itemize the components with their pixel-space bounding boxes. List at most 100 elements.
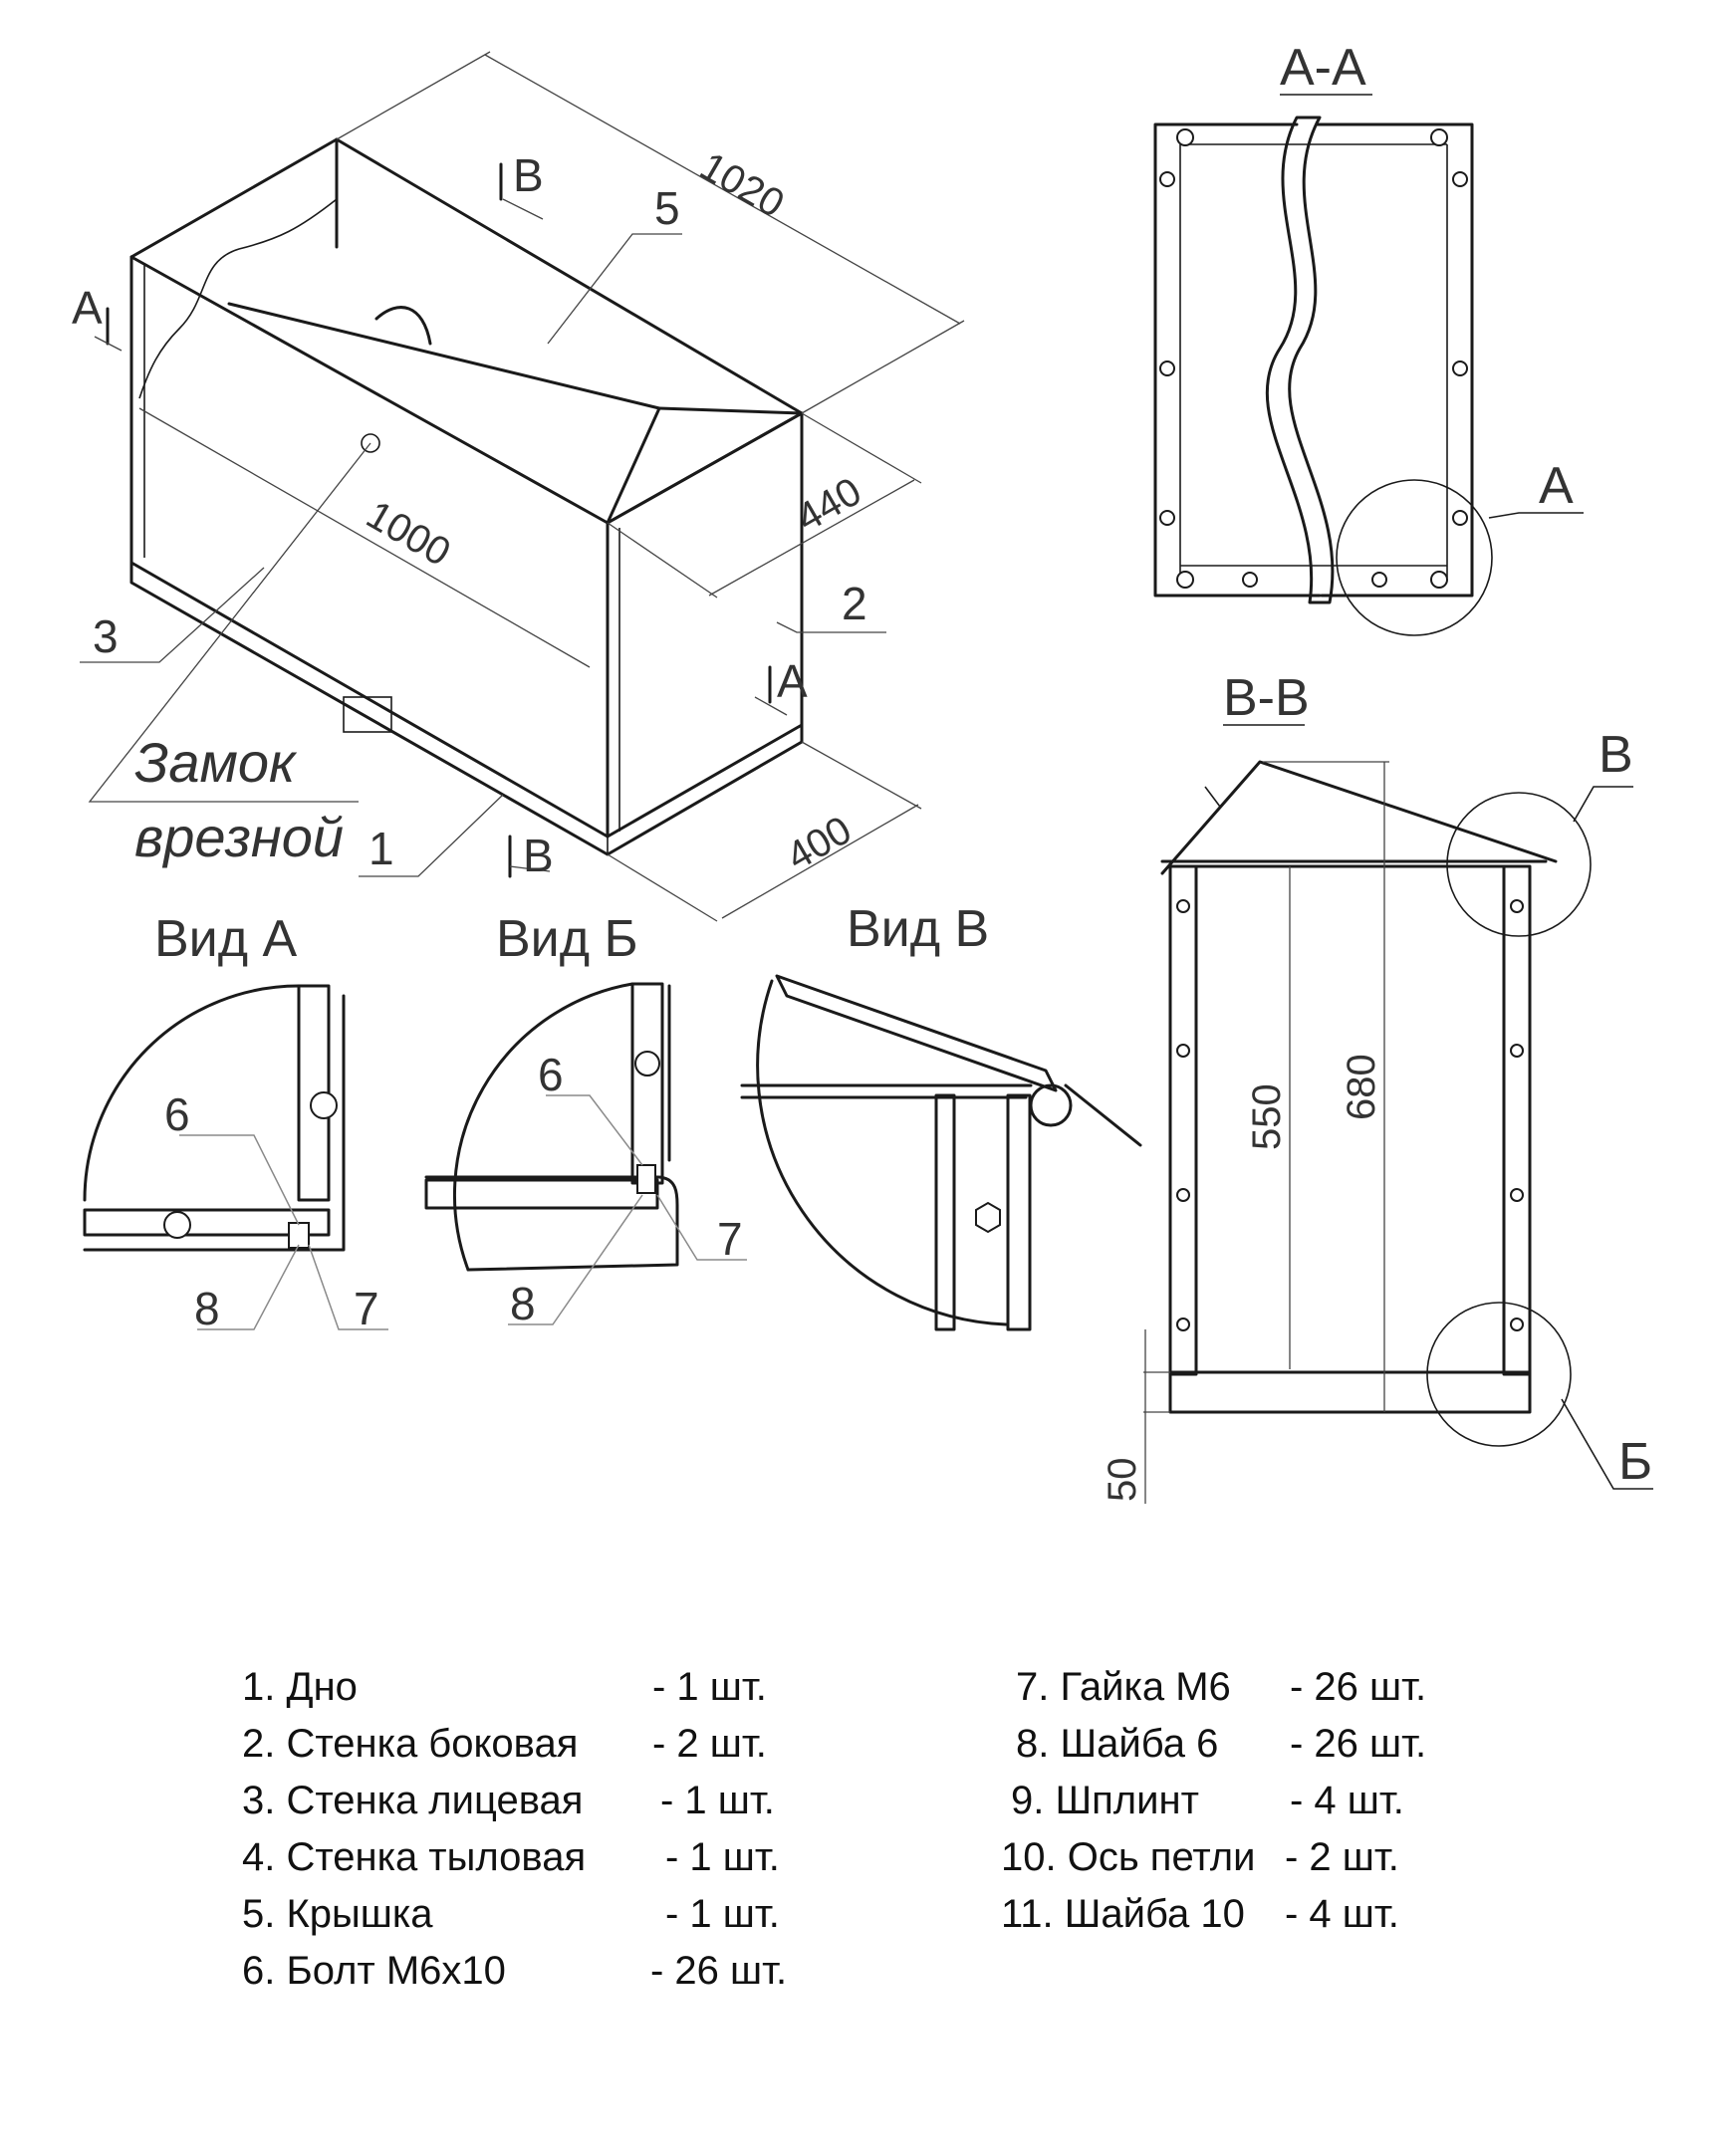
aa-bolt bbox=[1430, 128, 1448, 146]
part-name: 5. Крышка bbox=[242, 1892, 433, 1936]
view-b-detail: Вид Б 6 8 7 bbox=[424, 910, 747, 1329]
aa-bolt bbox=[1176, 571, 1194, 589]
view-a-nut bbox=[288, 1222, 310, 1249]
part-qty: - 26 шт. bbox=[1290, 1665, 1427, 1709]
aa-bolt bbox=[1452, 510, 1468, 526]
bb-bolt bbox=[1176, 1044, 1190, 1058]
callout-5: 5 bbox=[654, 182, 680, 234]
cutaway-line bbox=[138, 198, 338, 399]
view-b-callout-8: 8 bbox=[510, 1278, 536, 1329]
bb-bolt bbox=[1176, 1188, 1190, 1202]
lock-note-line1: Замок bbox=[134, 731, 298, 794]
parts-list-left: 1. Дно - 1 шт. 2. Стенка боковая - 2 шт.… bbox=[242, 1665, 860, 1994]
ext-400-a bbox=[607, 853, 718, 922]
lid-outline bbox=[129, 137, 804, 525]
base-tray bbox=[1168, 1370, 1532, 1414]
leader-6 bbox=[179, 1134, 300, 1226]
aa-bolt bbox=[1371, 572, 1387, 588]
aa-bolt bbox=[1159, 171, 1175, 187]
view-b-wall-v bbox=[630, 982, 664, 1185]
detail-leader-v bbox=[1573, 786, 1633, 823]
bb-bolt bbox=[1510, 1318, 1524, 1331]
part-name: 10. Ось петли bbox=[1001, 1835, 1256, 1879]
view-a-callout-8: 8 bbox=[194, 1283, 220, 1334]
section-aa-break bbox=[1265, 116, 1335, 604]
bb-bolt bbox=[1176, 1318, 1190, 1331]
lid-slope bbox=[606, 406, 661, 525]
view-v-title: Вид В bbox=[847, 900, 989, 958]
dimline-1000 bbox=[138, 407, 591, 668]
leader-7b bbox=[656, 1194, 747, 1261]
aa-bolt bbox=[1242, 572, 1258, 588]
front-face bbox=[129, 255, 610, 838]
leader-7 bbox=[308, 1244, 388, 1330]
part-qty: - 4 шт. bbox=[1285, 1892, 1399, 1936]
leader-8 bbox=[197, 1244, 300, 1330]
part-name: 11. Шайба 10 bbox=[1001, 1892, 1245, 1936]
view-v-roof bbox=[775, 974, 1058, 1092]
list-item: 4. Стенка тыловая - 1 шт. bbox=[242, 1835, 780, 1880]
dim-1020: 1020 bbox=[693, 144, 792, 227]
view-b-callout-7: 7 bbox=[717, 1213, 743, 1265]
ext-440-b bbox=[607, 522, 718, 599]
section-label-a-top: A bbox=[72, 282, 103, 334]
bb-bolt bbox=[1510, 899, 1524, 913]
lid-ridge bbox=[227, 302, 661, 410]
view-a-wall-h bbox=[83, 1208, 331, 1237]
view-b-boundary bbox=[452, 982, 634, 1272]
bb-bolt bbox=[1510, 1188, 1524, 1202]
lid-handle bbox=[374, 306, 432, 346]
leader-6b bbox=[546, 1094, 643, 1166]
leader-lock bbox=[88, 442, 371, 803]
aa-bolt bbox=[1452, 171, 1468, 187]
view-v-roof-tip bbox=[1064, 1083, 1142, 1147]
view-a-callout-6: 6 bbox=[164, 1088, 190, 1140]
section-label-b-top: B bbox=[513, 149, 544, 201]
view-a-callout-7: 7 bbox=[354, 1283, 379, 1334]
part-name: 4. Стенка тыловая bbox=[242, 1835, 587, 1879]
part-qty: - 2 шт. bbox=[1285, 1835, 1399, 1879]
part-qty: - 1 шт. bbox=[652, 1665, 767, 1709]
section-aa-left-half bbox=[1153, 122, 1322, 598]
view-a-bolt bbox=[163, 1211, 191, 1239]
section-label-a-bottom: A bbox=[777, 655, 808, 707]
view-b-bolt bbox=[634, 1051, 660, 1077]
leader-2 bbox=[776, 621, 886, 633]
callout-2: 2 bbox=[842, 578, 867, 629]
wall-left bbox=[1168, 864, 1198, 1376]
ext-1020-a bbox=[336, 51, 491, 140]
section-aa: A-A A bbox=[1153, 39, 1584, 636]
list-item: 1. Дно - 1 шт. bbox=[242, 1665, 767, 1710]
list-item: 2. Стенка боковая - 2 шт. bbox=[242, 1722, 767, 1767]
isometric-box-view: 1020 1000 440 400 3 2 1 5 Замок врезной … bbox=[72, 51, 965, 922]
detail-leader-b bbox=[1561, 1398, 1653, 1490]
side-face bbox=[606, 411, 804, 838]
ext-1020-b bbox=[801, 320, 965, 414]
detail-label-b: Б bbox=[1618, 1433, 1652, 1491]
roof-hinge-pin bbox=[1204, 786, 1221, 808]
part-name: 7. Гайка М6 bbox=[1016, 1665, 1231, 1709]
dimline-1020 bbox=[484, 54, 961, 325]
part-qty: - 26 шт. bbox=[1290, 1722, 1427, 1766]
callout-3: 3 bbox=[93, 610, 119, 662]
dim-550: 550 bbox=[1245, 1083, 1289, 1150]
base-foot bbox=[343, 696, 392, 733]
detail-label-v: B bbox=[1599, 726, 1633, 784]
view-b-title: Вид Б bbox=[496, 910, 638, 968]
section-bb: B-B 550 680 50 B Б bbox=[1101, 669, 1653, 1504]
view-v-boundary bbox=[756, 979, 1008, 1326]
detail-circle-v bbox=[1446, 792, 1592, 937]
part-name: 8. Шайба 6 bbox=[1016, 1722, 1219, 1766]
leader-8b bbox=[508, 1194, 643, 1325]
leader-5 bbox=[547, 233, 682, 345]
detail-circle-b bbox=[1426, 1302, 1572, 1447]
detail-leader-a bbox=[1488, 512, 1584, 519]
part-name: 6. Болт М6х10 bbox=[242, 1949, 506, 1993]
dimline-400 bbox=[721, 804, 919, 919]
lock-keyhole bbox=[361, 433, 380, 453]
view-a-bolt bbox=[310, 1091, 338, 1119]
section-aa-title: A-A bbox=[1280, 39, 1366, 97]
detail-circle-a bbox=[1336, 479, 1493, 636]
part-qty: - 26 шт. bbox=[650, 1949, 788, 1993]
